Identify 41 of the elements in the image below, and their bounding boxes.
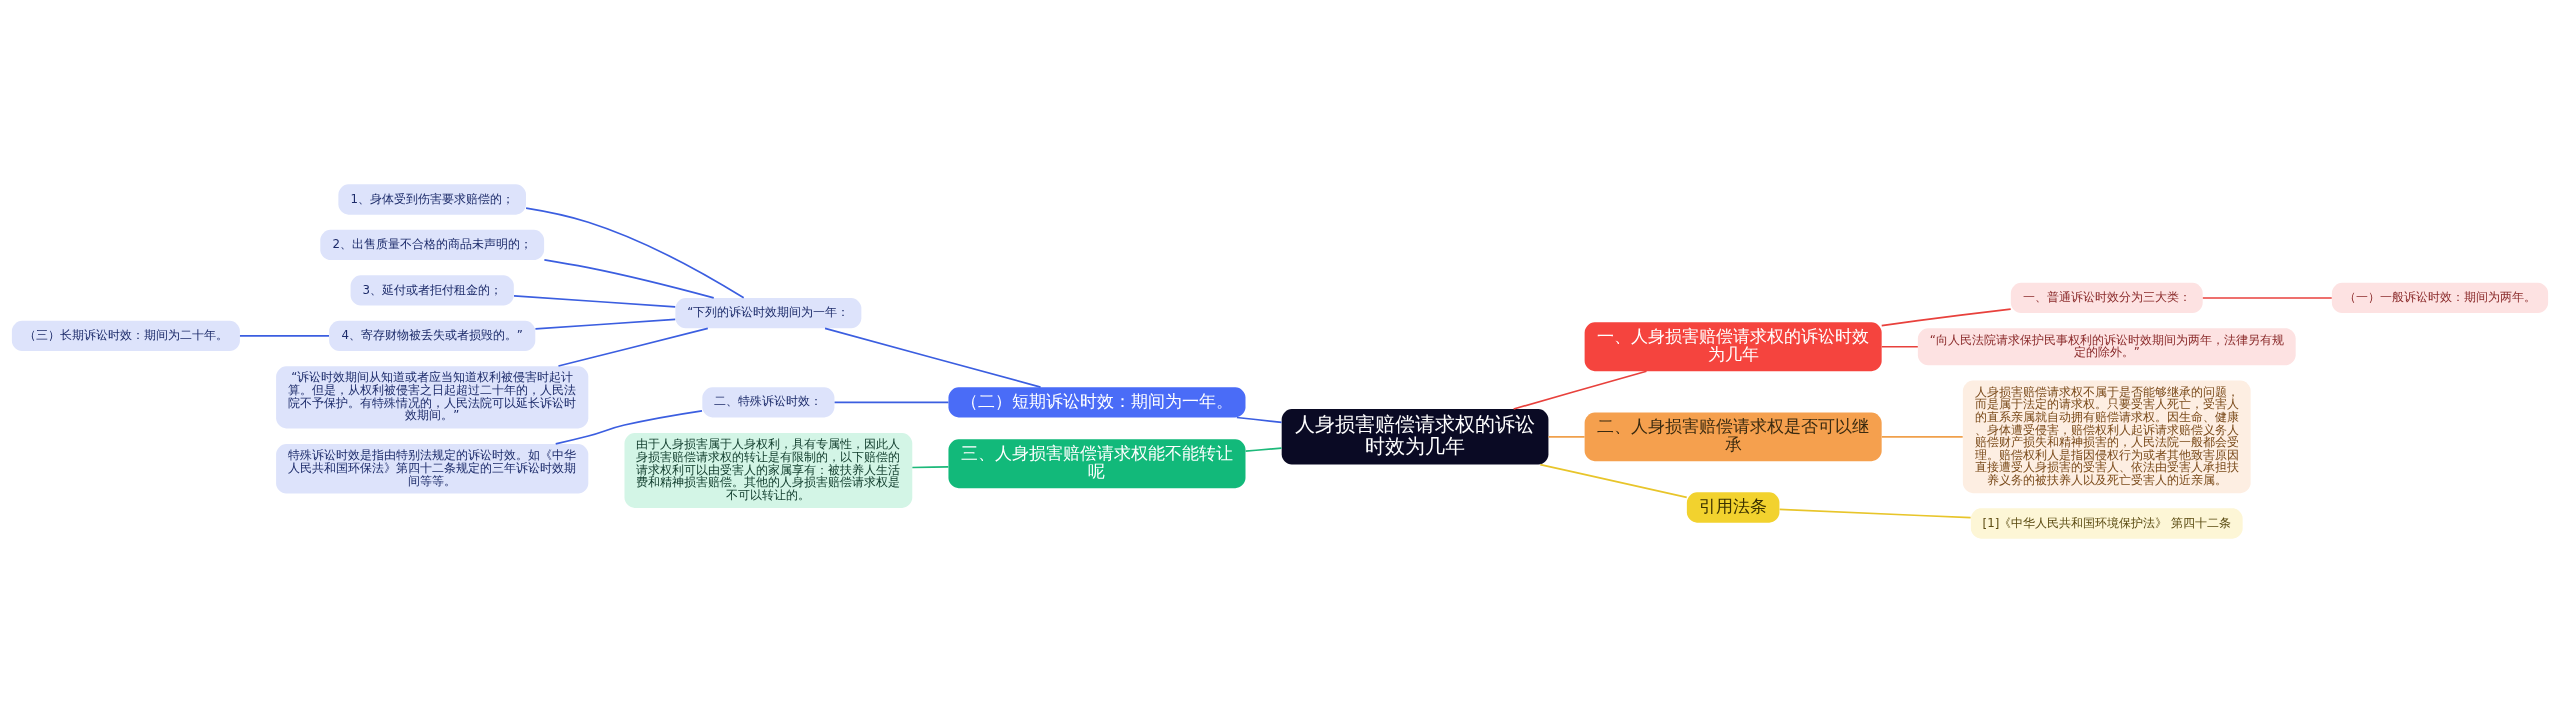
connector [557, 327, 709, 367]
node-box: 二、特殊诉讼时效： [702, 387, 835, 418]
node-box: “向人民法院请求保护民事权利的诉讼时效期间为两年，法律另有规定的除外。” [1917, 328, 2296, 366]
node-box: 二、人身损害赔偿请求权是否可以继承 [1584, 412, 1882, 462]
connector [833, 401, 950, 404]
connector [1880, 435, 1964, 438]
connector [1778, 508, 1972, 519]
node-box: 3、延付或者拒付租金的； [350, 275, 514, 306]
node-box: 一、人身损害赔偿请求权的诉讼时效为几年 [1584, 322, 1882, 372]
node-box: “诉讼时效期间从知道或者应当知道权利被侵害时起计算。但是，从权利被侵害之日起超过二十年的，人民法院不予保护。有特殊情况的，人民法院可以延长诉讼时效期间。” [276, 366, 589, 429]
node-box: 一、普通诉讼时效分为三大类： [2010, 282, 2203, 314]
connector [2202, 297, 2333, 299]
connector [824, 327, 1042, 388]
node-box: 三、人身损害赔偿请求权能不能转让呢 [948, 439, 1246, 489]
connector [525, 207, 745, 299]
connector [911, 465, 950, 469]
connector [534, 318, 677, 330]
node-box: [1]《中华人民共和国环境保护法》 第四十二条 [1970, 508, 2243, 539]
connector [1539, 463, 1688, 499]
node-box: 引用法条 [1686, 492, 1780, 523]
connector [1547, 435, 1586, 438]
node-box: 特殊诉讼时效是指由特别法规定的诉讼时效。如《中华人民共和国环保法》第四十二条规定的三年诉讼时效期间等等。 [276, 443, 589, 494]
connector [1880, 345, 1919, 348]
connector [543, 259, 715, 299]
node-box: 4、寄存财物被丢失或者损毁的。” [329, 320, 536, 351]
node-box: 由于人身损害属于人身权利，具有专属性，因此人身损害赔偿请求权的转让是有限制的，以下赔偿的请求权利可以由受害人的家属享有：被扶养人生活费和精神损害赔偿。其他的人身损害赔偿请求权是不可以转让的。 [624, 433, 913, 508]
connector [1512, 370, 1648, 410]
connector [239, 335, 330, 337]
node-box: 2、出售质量不合格的商品未声明的； [320, 229, 545, 261]
node-box: 1、身体受到伤害要求赔偿的； [338, 184, 526, 215]
node-box: 人身损害赔偿请求权不属于是否能够继承的问题，而是属于法定的请求权。只要受害人死亡，受害人的直系亲属就自动拥有赔偿请求权。因生命、健康、身体遭受侵害，赔偿权利人起诉请求赔偿义务人赔偿财产损失和精神损害的，人民法院一般都会受理。赔偿权利人是指因侵权行为或者其他致害原因直接遭受人身损害的受害人、依法由受害人承担扶养义务的被扶养人以及死亡受害人的近亲属。 [1962, 380, 2251, 494]
connector [1244, 447, 1283, 452]
connector [513, 295, 677, 308]
node-box: 人身损害赔偿请求权的诉讼时效为几年 [1281, 409, 1549, 465]
node-box: “下列的诉讼时效期间为一年： [675, 297, 862, 329]
node-box: （二）短期诉讼时效：期间为一年。 [948, 387, 1246, 418]
node-box: （三）长期诉讼时效：期间为二十年。 [11, 320, 240, 351]
node-box: （一）一般诉讼时效：期间为两年。 [2331, 282, 2549, 314]
connector [554, 409, 703, 445]
connector [1236, 416, 1283, 424]
connector [1880, 308, 2012, 327]
